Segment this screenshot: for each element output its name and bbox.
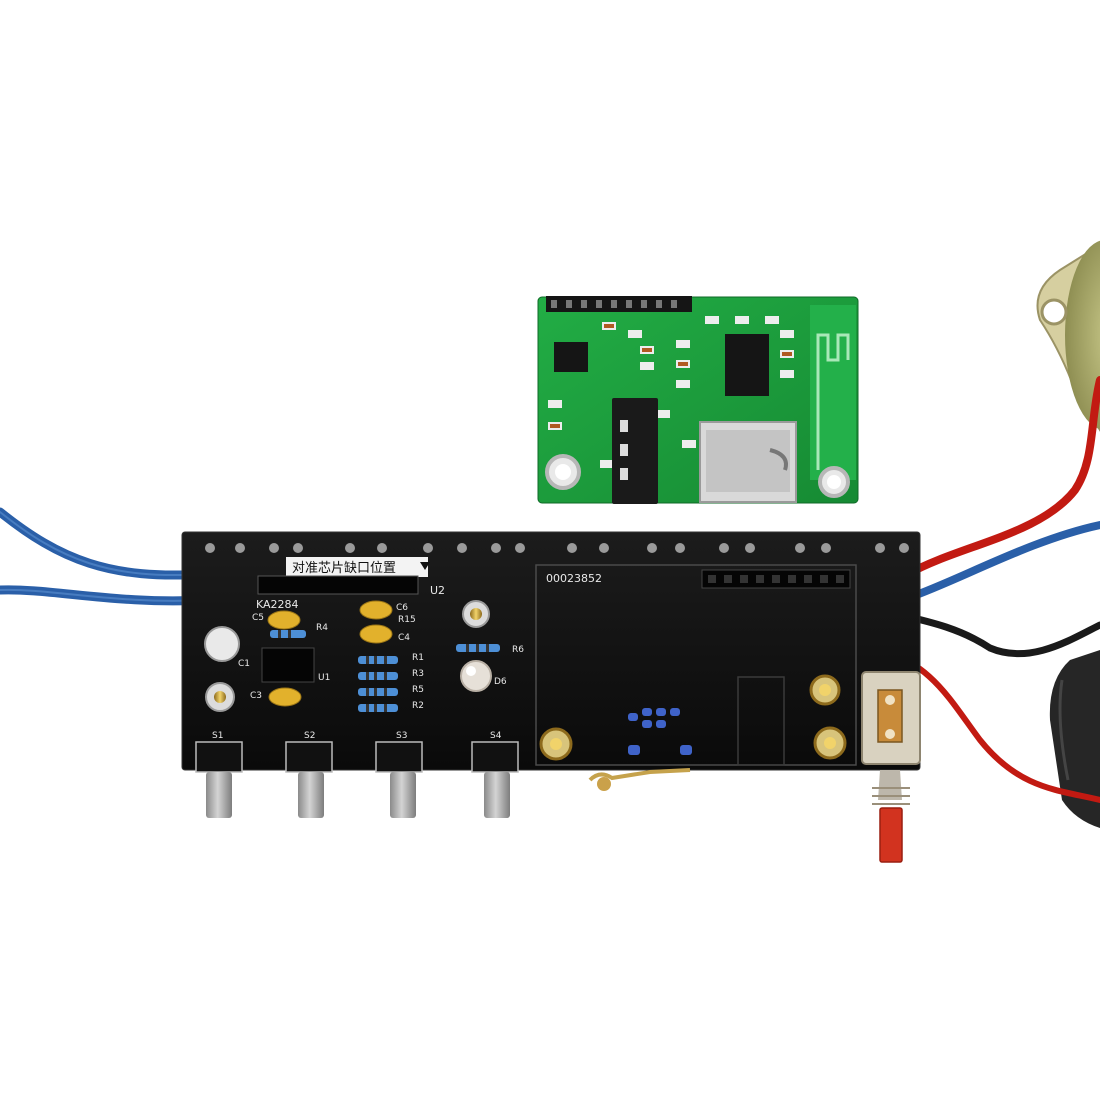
pin-header-icon: [546, 296, 692, 312]
label-r15: R15: [398, 615, 416, 625]
left-blue-wire-top: [0, 507, 210, 580]
speaker-red-wire: [904, 376, 1100, 578]
chip-ref: U2: [430, 584, 445, 597]
chip-icon: [725, 334, 769, 396]
label-r5: R5: [412, 685, 424, 695]
label-d6: D6: [494, 677, 507, 687]
pin-socket-icon: [701, 569, 851, 589]
align-note: 对准芯片缺口位置: [292, 561, 396, 576]
power-switch[interactable]: [861, 671, 921, 863]
tactile-switch-s2[interactable]: S2: [285, 731, 333, 818]
speaker-blue-wire: [904, 521, 1100, 602]
label-r6: R6: [512, 645, 524, 655]
label-c5: C5: [252, 613, 264, 623]
label-r2: R2: [412, 701, 424, 711]
switch-label-s3: S3: [396, 731, 407, 741]
resistor-icon: [270, 630, 500, 712]
board-serial: 00023852: [546, 572, 602, 585]
label-r4: R4: [316, 623, 328, 633]
mounting-post: [205, 600, 847, 761]
tactile-switch-s3[interactable]: S3: [375, 731, 423, 818]
led-icon: [460, 660, 492, 692]
chip-icon: [261, 647, 315, 683]
label-c1: C1: [238, 659, 250, 669]
chip-icon: [257, 575, 419, 595]
bluetooth-module: [537, 296, 859, 504]
wires: [0, 376, 1100, 803]
switch-label-s4: S4: [490, 731, 502, 741]
tactile-switch-s4[interactable]: S4: [471, 731, 519, 818]
label-c4: C4: [398, 633, 410, 643]
sd-card-slot-icon: [699, 421, 797, 503]
electrolytic-capacitor-icon: [204, 626, 240, 662]
chip-icon: [554, 342, 588, 372]
solder-joints: [205, 543, 909, 553]
switch-label-s2: S2: [304, 731, 315, 741]
battery-box: [1049, 650, 1100, 828]
bluetooth-antenna-icon: [810, 305, 856, 480]
ic-label: KA2284: [256, 598, 299, 611]
speaker: [1036, 240, 1100, 432]
label-r3: R3: [412, 669, 424, 679]
audio-jack-icon: [612, 398, 658, 504]
switch-label-s1: S1: [212, 731, 223, 741]
label-c3: C3: [250, 691, 262, 701]
main-pcb: 00023852 对准芯片缺口位置 U2 KA2284: [181, 531, 921, 818]
label-c6: C6: [396, 603, 408, 613]
label-u1: U1: [318, 673, 330, 683]
label-r1: R1: [412, 653, 424, 663]
tactile-switch-s1[interactable]: S1: [195, 731, 243, 818]
capacitor-icon: [267, 600, 393, 707]
